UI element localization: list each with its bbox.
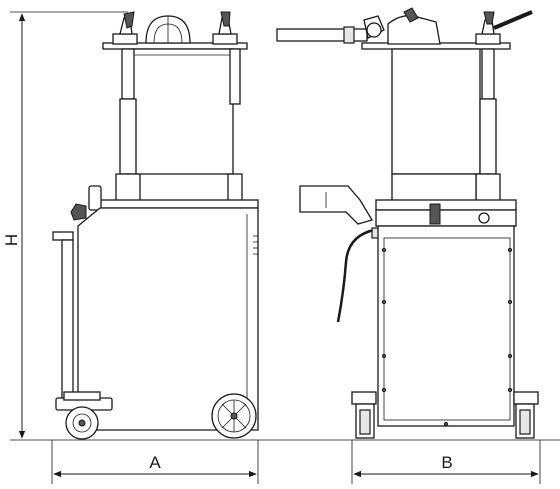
side-column-lower bbox=[119, 98, 137, 175]
front-cylinder bbox=[391, 48, 481, 175]
front-elbow-cap-icon bbox=[403, 7, 419, 23]
side-valve-icon bbox=[70, 203, 87, 221]
front-elbow bbox=[387, 15, 441, 45]
height-dimension: H bbox=[2, 11, 128, 439]
front-hose bbox=[336, 228, 375, 323]
width-label: A bbox=[149, 453, 161, 472]
depth-dimension: B bbox=[351, 440, 541, 484]
side-vent-knob bbox=[88, 185, 102, 211]
side-handle bbox=[52, 231, 74, 241]
front-right-caster bbox=[513, 391, 539, 439]
side-right-clamp bbox=[212, 33, 238, 45]
width-dimension: A bbox=[51, 440, 259, 484]
height-label: H bbox=[2, 234, 21, 246]
depth-label: B bbox=[441, 453, 452, 472]
side-handle-post bbox=[61, 239, 74, 401]
side-cylinder bbox=[132, 48, 234, 175]
front-platform bbox=[375, 199, 517, 211]
front-lift-handle bbox=[299, 185, 373, 225]
side-right-lever-icon bbox=[220, 11, 231, 27]
front-lid-latch-icon bbox=[429, 203, 441, 225]
side-view bbox=[52, 11, 259, 440]
side-column-upper bbox=[121, 48, 135, 100]
front-view bbox=[276, 7, 539, 439]
side-platform bbox=[99, 199, 259, 209]
side-left-clamp bbox=[112, 33, 138, 45]
side-left-collar bbox=[115, 173, 141, 203]
front-lid bbox=[375, 209, 517, 227]
side-vent-slots bbox=[253, 235, 258, 255]
front-cabinet-rivets bbox=[381, 247, 513, 427]
front-cabinet bbox=[377, 225, 515, 427]
side-left-lever-icon bbox=[123, 11, 135, 29]
front-lever bbox=[493, 10, 533, 30]
front-left-caster bbox=[351, 391, 377, 439]
